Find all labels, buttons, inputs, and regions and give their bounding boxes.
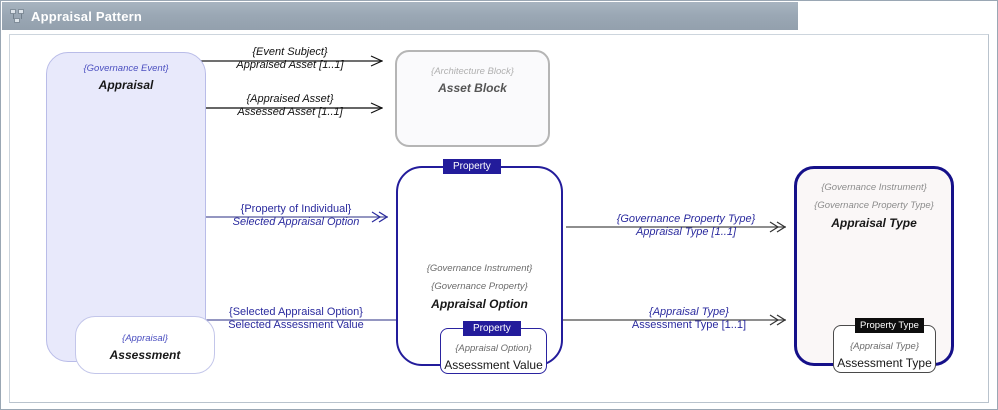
nodes-pattern-icon	[10, 8, 25, 24]
node-asset-block[interactable]: {Architecture Block} Asset Block	[395, 50, 550, 147]
node-appraisal-type-stereotype-2: {Governance Property Type}	[814, 200, 934, 212]
tag-chip-property-appraisal-option: Property	[443, 159, 501, 174]
node-appraisal-name: Appraisal	[98, 78, 154, 93]
node-assessment-value[interactable]: Property {Appraisal Option} Assessment V…	[440, 321, 547, 374]
node-assessment[interactable]: {Appraisal} Assessment	[75, 316, 215, 374]
node-appraisal-type-name: Appraisal Type	[831, 215, 917, 230]
node-appraisal-type[interactable]: {Governance Instrument} {Governance Prop…	[794, 166, 954, 373]
diagram-canvas[interactable]: {Governance Event} Appraisal {Appraisal}…	[9, 34, 989, 403]
edge-label-property-of-individual-stereotype: {Property of Individual}	[240, 203, 352, 215]
edge-label-governance-property-type[interactable]: {Governance Property Type} Appraisal Typ…	[586, 213, 786, 239]
edge-label-selected-appraisal-option[interactable]: {Selected Appraisal Option} Selected Ass…	[198, 306, 394, 332]
edge-label-appraised-asset-stereotype: {Appraised Asset}	[246, 93, 334, 105]
edge-label-selected-appraisal-option-stereotype: {Selected Appraisal Option}	[229, 306, 363, 318]
node-assessment-name: Assessment	[109, 348, 181, 363]
node-asset-block-stereotype: {Architecture Block}	[431, 66, 514, 77]
edge-label-appraisal-type[interactable]: {Appraisal Type} Assessment Type [1..1]	[594, 306, 784, 332]
tag-chip-property-type-assessment-type: Property Type	[855, 318, 924, 333]
node-assessment-type-name: Assessment Type	[837, 356, 932, 371]
edge-label-property-of-individual[interactable]: {Property of Individual} Selected Apprai…	[206, 203, 386, 229]
edge-label-appraisal-type-stereotype: {Appraisal Type}	[649, 306, 729, 318]
node-appraisal-option[interactable]: Property {Governance Instrument} {Govern…	[396, 159, 563, 374]
edge-label-governance-property-type-role: Appraisal Type [1..1]	[635, 226, 737, 239]
edge-label-appraised-asset-role: Assessed Asset [1..1]	[237, 106, 343, 119]
node-asset-block-name: Asset Block	[438, 81, 507, 96]
node-assessment-value-stereotype: {Appraisal Option}	[455, 343, 532, 354]
window-titlebar[interactable]: Appraisal Pattern	[2, 2, 798, 30]
node-appraisal-type-stereotype-1: {Governance Instrument}	[821, 182, 927, 193]
node-appraisal-option-stereotype-1: {Governance Instrument}	[426, 263, 533, 274]
edge-label-selected-appraisal-option-role: Selected Assessment Value	[228, 319, 364, 332]
tag-chip-property-assessment-value: Property	[463, 321, 521, 336]
edge-label-appraised-asset[interactable]: {Appraised Asset} Assessed Asset [1..1]	[200, 93, 380, 119]
edge-label-property-of-individual-role: Selected Appraisal Option	[232, 216, 360, 229]
window-title: Appraisal Pattern	[31, 8, 143, 24]
edge-label-event-subject[interactable]: {Event Subject} Appraised Asset [1..1]	[200, 46, 380, 72]
node-appraisal-option-stereotype-2: {Governance Property}	[431, 281, 528, 293]
node-assessment-type-stereotype: {Appraisal Type}	[849, 341, 919, 352]
edge-label-governance-property-type-stereotype: {Governance Property Type}	[616, 213, 756, 225]
edge-label-appraisal-type-role: Assessment Type [1..1]	[631, 319, 747, 332]
node-assessment-value-name: Assessment Value	[444, 358, 543, 373]
node-appraisal-stereotype: {Governance Event}	[83, 63, 169, 74]
edge-label-event-subject-stereotype: {Event Subject}	[252, 46, 328, 58]
edge-label-event-subject-role: Appraised Asset [1..1]	[236, 59, 344, 72]
node-assessment-type[interactable]: Property Type {Appraisal Type} Assessmen…	[833, 318, 936, 373]
node-assessment-stereotype: {Appraisal}	[122, 333, 168, 344]
node-appraisal[interactable]: {Governance Event} Appraisal {Appraisal}…	[46, 52, 215, 374]
node-appraisal-option-name: Appraisal Option	[431, 296, 528, 311]
